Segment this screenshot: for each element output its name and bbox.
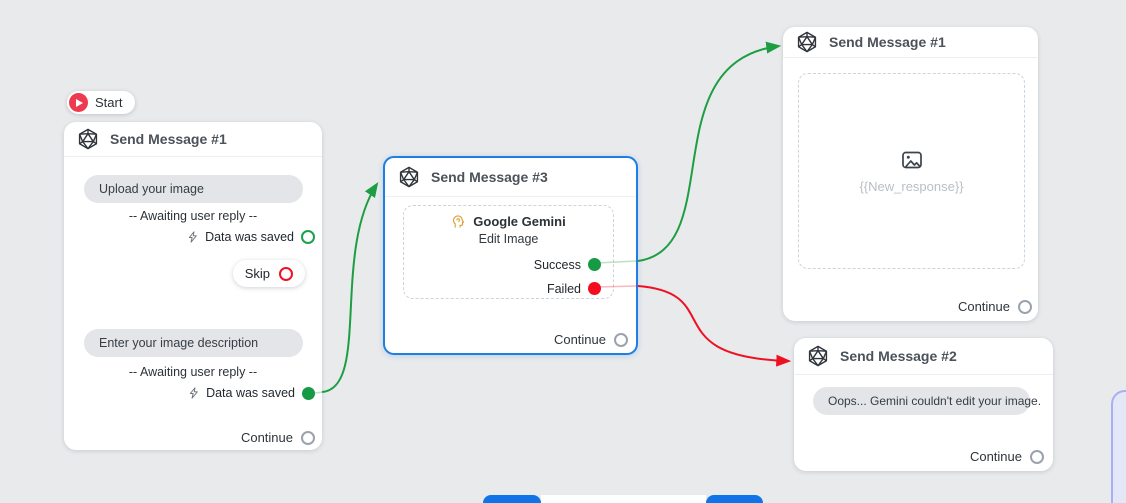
continue-row: Continue — [554, 332, 628, 347]
node-title: Send Message #2 — [840, 348, 957, 364]
skip-label: Skip — [244, 266, 270, 281]
port-failed-connected[interactable] — [588, 282, 601, 295]
d20-dice-icon — [398, 166, 420, 188]
node-title: Send Message #1 — [110, 131, 227, 147]
continue-label: Continue — [957, 299, 1010, 314]
brain-psychology-icon — [451, 214, 466, 229]
image-variable-label: {{New_response}} — [859, 179, 964, 194]
toolbar-button-left[interactable] — [483, 495, 541, 503]
bolt-icon — [189, 387, 199, 399]
start-label: Start — [95, 95, 123, 110]
node-header: Send Message #2 — [794, 338, 1053, 375]
port-continue[interactable] — [1030, 449, 1044, 464]
skip-button[interactable]: Skip — [232, 260, 305, 287]
start-badge[interactable]: Start — [67, 91, 136, 114]
node-title: Send Message #3 — [431, 169, 548, 185]
node-send-message-1-response[interactable]: Send Message #1 {{New_response}} Continu… — [783, 27, 1038, 321]
side-panel — [1111, 390, 1126, 503]
edge-saved-to-message3[interactable] — [321, 182, 379, 393]
continue-label: Continue — [969, 449, 1022, 464]
data-saved-row: Data was saved — [64, 230, 315, 244]
continue-label: Continue — [553, 332, 606, 347]
data-saved-label: Data was saved — [205, 230, 294, 244]
image-placeholder-box[interactable]: {{New_response}} — [798, 73, 1025, 269]
continue-row: Continue — [970, 449, 1044, 464]
bolt-icon — [188, 231, 198, 243]
provider-label: Google Gemini — [473, 214, 566, 229]
node-send-message-2[interactable]: Send Message #2 Oops... Gemini couldn't … — [794, 338, 1053, 471]
d20-dice-icon — [807, 345, 829, 367]
edge-failed-to-message2[interactable] — [637, 285, 792, 367]
provider-row: Google Gemini — [404, 213, 613, 230]
edge-success-to-message1[interactable] — [637, 41, 782, 262]
port-success-connected[interactable] — [588, 258, 601, 271]
port-continue[interactable] — [614, 332, 628, 347]
failed-label: Failed — [546, 281, 581, 296]
node-title: Send Message #1 — [829, 34, 946, 50]
play-icon — [69, 93, 88, 112]
d20-dice-icon — [77, 128, 99, 150]
bubble-text: Oops... Gemini couldn't edit your image. — [828, 394, 1042, 408]
bubble-text: Upload your image — [99, 182, 204, 196]
continue-row: Continue — [241, 430, 315, 445]
continue-label: Continue — [240, 430, 293, 445]
awaiting-reply-text: -- Awaiting user reply -- — [128, 209, 258, 223]
message-bubble-description[interactable]: Enter your image description — [84, 329, 303, 357]
toolbar-panel[interactable] — [541, 495, 706, 503]
gemini-action-box[interactable]: Google Gemini Edit Image Success Failed — [403, 205, 614, 299]
node-send-message-3[interactable]: Send Message #3 Google Gemini Edit Image… — [383, 156, 638, 355]
continue-row: Continue — [958, 299, 1032, 314]
failed-row: Failed — [404, 280, 613, 297]
message-bubble-upload[interactable]: Upload your image — [84, 175, 303, 203]
port-continue[interactable] — [301, 430, 315, 445]
awaiting-reply-text: -- Awaiting user reply -- — [128, 365, 258, 379]
d20-dice-icon — [796, 31, 818, 53]
node-header: Send Message #1 — [783, 27, 1038, 58]
data-saved-label: Data was saved — [206, 386, 295, 400]
data-saved-row: Data was saved — [64, 386, 315, 400]
success-row: Success — [404, 256, 613, 273]
port-skip[interactable] — [279, 266, 293, 281]
message-bubble-error[interactable]: Oops... Gemini couldn't edit your image. — [813, 387, 1041, 415]
image-icon — [900, 148, 924, 172]
node-send-message-1[interactable]: Send Message #1 Upload your image -- Awa… — [64, 122, 322, 450]
port-continue[interactable] — [1018, 299, 1032, 314]
port-saved-2-connected[interactable] — [302, 386, 315, 400]
success-label: Success — [533, 257, 581, 272]
toolbar-button-right[interactable] — [706, 495, 763, 503]
node-header: Send Message #3 — [385, 158, 636, 197]
bubble-text: Enter your image description — [99, 336, 259, 350]
node-header: Send Message #1 — [64, 122, 322, 157]
port-saved-1[interactable] — [301, 230, 315, 244]
action-label: Edit Image — [478, 231, 539, 246]
